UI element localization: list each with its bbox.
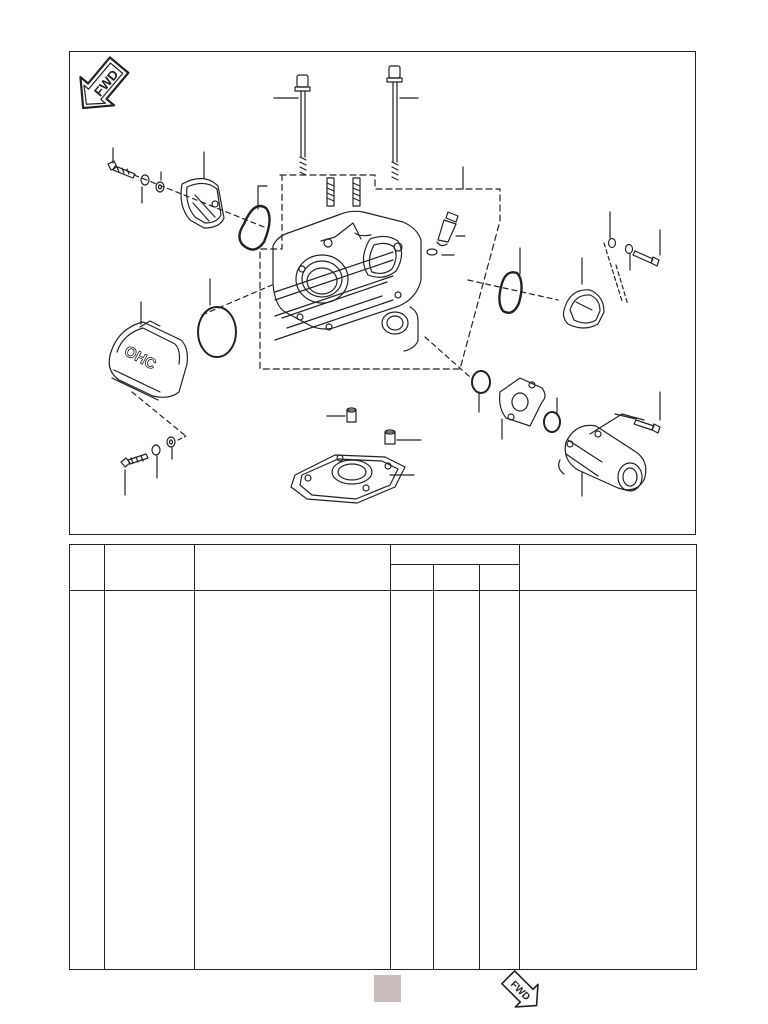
- header-sub-row-line: [390, 564, 520, 565]
- bolt-right-top: [607, 237, 660, 267]
- column-divider: [104, 545, 105, 969]
- o-ring-right: [498, 271, 523, 314]
- o-ring-small: [471, 370, 491, 394]
- bolt-right-bottom: [633, 419, 661, 434]
- long-bolt-right: [386, 65, 403, 181]
- fwd-arrow-footer: FWD: [499, 968, 543, 1017]
- fwd-arrow-icon: FWD: [79, 56, 130, 110]
- fwd-arrow-icon: FWD: [501, 970, 539, 1008]
- o-ring-intake: [543, 411, 561, 433]
- page-marker: [374, 975, 401, 1002]
- sub-column-divider: [479, 565, 480, 969]
- side-cover-right: [562, 289, 605, 329]
- parts-table: [69, 544, 697, 970]
- o-ring-large: [197, 306, 237, 358]
- spark-plug: [426, 211, 459, 256]
- o-ring-upper: [238, 204, 271, 251]
- head-gasket: [290, 454, 406, 504]
- dowel-pins: [346, 407, 396, 445]
- column-divider: [390, 545, 391, 969]
- intake-pipe: [558, 424, 647, 492]
- ohc-cover: OHC: [108, 320, 188, 401]
- column-divider: [194, 545, 195, 969]
- side-cover-left: [180, 177, 225, 229]
- intake-gasket: [499, 377, 546, 427]
- sub-column-divider: [433, 565, 434, 969]
- column-divider: [519, 545, 520, 969]
- assembly-outline: [259, 174, 501, 370]
- studs: [326, 177, 361, 207]
- bolt-top-left: [107, 160, 136, 179]
- cylinder-head: [272, 210, 422, 352]
- cylinder-head-diagram: FWD: [79, 56, 661, 504]
- header-bottom-line: [70, 590, 696, 591]
- exploded-diagram: FWD: [69, 51, 696, 535]
- long-bolt-left: [294, 74, 311, 176]
- bolt-bottom-left: [120, 436, 176, 468]
